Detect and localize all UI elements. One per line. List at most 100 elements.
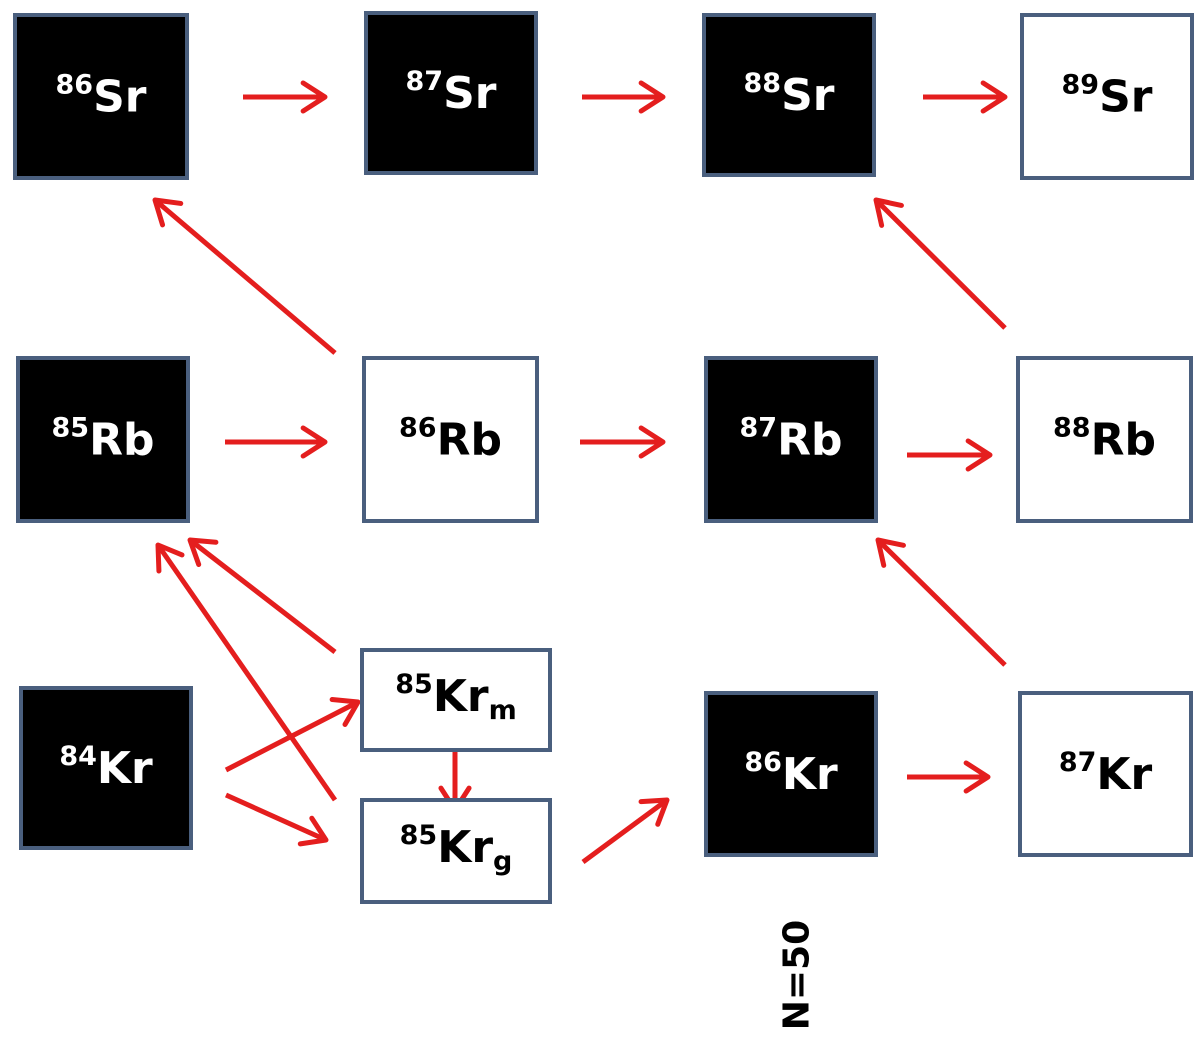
arrow-head — [875, 537, 906, 568]
isotope-box-rb87 — [704, 356, 878, 523]
isotope-mass-number: 88 — [744, 68, 782, 99]
isotope-box-kr86 — [704, 691, 878, 857]
arrow-kr85g-to-kr86 — [581, 797, 670, 865]
element-symbol: Kr — [1096, 749, 1152, 800]
neutron-shell-label: N=50 — [776, 919, 818, 1031]
arrow-sr88-to-sr89 — [923, 80, 1008, 114]
isotope-node-rb85: 85Rb — [16, 356, 190, 523]
isotope-label-kr84: 84Kr — [59, 741, 153, 794]
element-symbol: Kr — [433, 671, 489, 722]
isotope-mass-number: 85 — [52, 412, 90, 443]
element-symbol: Rb — [437, 414, 502, 465]
arrow-kr84-to-kr85g — [224, 792, 329, 847]
arrow-kr85m-to-rb85 — [187, 537, 337, 654]
isotope-label-kr86: 86Kr — [744, 747, 838, 800]
isotope-label-rb85: 85Rb — [52, 412, 155, 465]
isotope-label-sr88: 88Sr — [744, 68, 835, 121]
arrow-shaft — [224, 792, 328, 843]
isotope-box-rb86 — [362, 356, 539, 523]
isotope-node-sr86: 86Sr — [13, 13, 189, 180]
arrow-head — [965, 438, 993, 472]
isotope-mass-number: 84 — [59, 741, 97, 772]
isotope-box-sr89 — [1020, 13, 1194, 180]
arrow-head — [638, 425, 666, 459]
arrow-head — [155, 542, 185, 574]
isotope-mass-number: 85 — [395, 669, 433, 700]
isotope-label-kr87: 87Kr — [1059, 747, 1153, 800]
isotope-mass-number: 85 — [400, 820, 438, 851]
isotope-mass-number: 89 — [1062, 69, 1100, 100]
arrow-rb88-to-sr88 — [873, 197, 1007, 330]
isotope-label-sr86: 86Sr — [56, 69, 147, 122]
isotope-label-rb87: 87Rb — [740, 412, 843, 465]
isotope-box-kr84 — [19, 686, 193, 850]
isotope-label-kr85m: 85Krm — [395, 669, 517, 726]
isotope-label-sr89: 89Sr — [1062, 69, 1153, 122]
arrow-head — [300, 425, 328, 459]
isotope-mass-number: 86 — [399, 412, 437, 443]
arrow-head — [963, 760, 991, 794]
isotope-box-sr86 — [13, 13, 189, 180]
isomer-state-subscript: g — [493, 846, 512, 877]
arrow-rb86-to-rb87 — [580, 425, 666, 459]
arrow-shaft — [155, 543, 338, 802]
isotope-node-kr85g: 85Krg — [360, 798, 552, 904]
arrow-shaft — [188, 538, 337, 654]
isotope-node-sr89: 89Sr — [1020, 13, 1194, 180]
isotope-node-kr85m: 85Krm — [360, 648, 552, 752]
arrow-sr86-to-sr87 — [243, 80, 328, 114]
isotope-label-kr85g: 85Krg — [400, 820, 513, 877]
element-symbol: Kr — [97, 743, 153, 794]
isotope-box-sr87 — [364, 11, 538, 175]
isotope-label-rb86: 86Rb — [399, 412, 502, 465]
isotope-node-rb88: 88Rb — [1016, 356, 1193, 523]
arrow-rb86-to-sr86 — [152, 197, 337, 355]
isotope-box-rb88 — [1016, 356, 1193, 523]
isotope-box-kr85m — [360, 648, 552, 752]
isotope-mass-number: 86 — [56, 69, 94, 100]
isotope-box-kr85g — [360, 798, 552, 904]
arrow-head — [638, 797, 670, 827]
element-symbol: Sr — [93, 71, 147, 122]
arrow-head — [297, 815, 329, 847]
isotope-box-rb85 — [16, 356, 190, 523]
arrow-shaft — [874, 198, 1007, 330]
isotope-node-kr86: 86Kr — [704, 691, 878, 857]
arrow-head — [187, 537, 219, 567]
arrow-head — [152, 197, 184, 228]
isotope-node-kr84: 84Kr — [19, 686, 193, 850]
element-symbol: Rb — [1091, 414, 1156, 465]
arrow-shaft — [876, 538, 1007, 667]
isotope-mass-number: 88 — [1053, 412, 1091, 443]
edges-layer — [152, 80, 1008, 865]
isotope-mass-number: 86 — [744, 747, 782, 778]
arrow-shaft — [581, 797, 669, 865]
arrow-head — [329, 697, 361, 728]
isotope-label-rb88: 88Rb — [1053, 412, 1156, 465]
arrow-kr86-to-kr87 — [907, 760, 991, 794]
arrow-kr87-to-rb87 — [875, 537, 1007, 667]
arrow-head — [638, 80, 666, 114]
isomer-state-subscript: m — [489, 695, 517, 726]
arrow-shaft — [224, 699, 360, 773]
element-symbol: Kr — [437, 822, 493, 873]
arrow-head — [873, 197, 904, 228]
element-symbol: Kr — [782, 749, 838, 800]
element-symbol: Sr — [443, 68, 497, 119]
isotope-mass-number: 87 — [1059, 747, 1097, 778]
isotope-node-rb86: 86Rb — [362, 356, 539, 523]
isotope-label-sr87: 87Sr — [406, 66, 497, 119]
arrow-sr87-to-sr88 — [582, 80, 666, 114]
arrow-rb87-to-rb88 — [907, 438, 993, 472]
isotope-node-rb87: 87Rb — [704, 356, 878, 523]
element-symbol: Rb — [89, 414, 154, 465]
arrow-kr84-to-kr85m — [224, 697, 361, 773]
isotope-node-sr88: 88Sr — [702, 13, 876, 177]
arrow-head — [300, 80, 328, 114]
isotope-mass-number: 87 — [406, 66, 444, 97]
arrow-head — [980, 80, 1008, 114]
element-symbol: Rb — [777, 414, 842, 465]
isotope-box-kr87 — [1018, 691, 1193, 857]
